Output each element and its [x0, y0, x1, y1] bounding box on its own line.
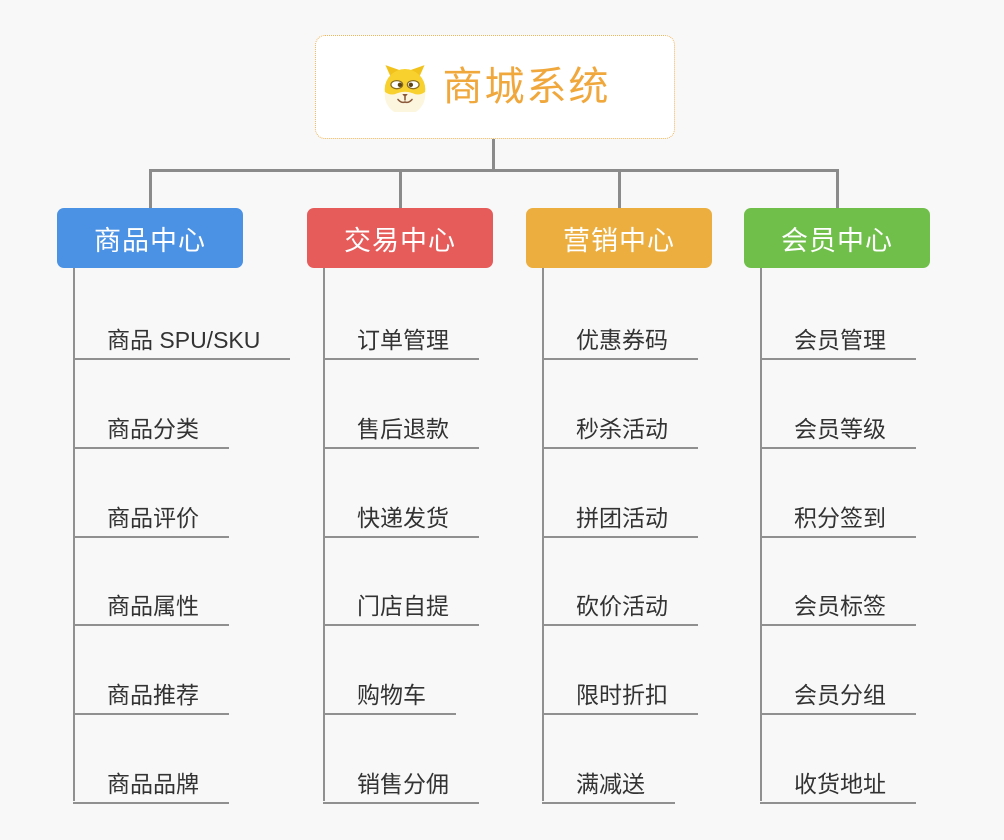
- leaf-item[interactable]: 优惠券码: [542, 321, 698, 360]
- leaf-item[interactable]: 拼团活动: [542, 499, 698, 538]
- leaf-item[interactable]: 售后退款: [323, 410, 479, 449]
- root-node[interactable]: 商城系统: [315, 35, 675, 139]
- leaf-item[interactable]: 销售分佣: [323, 765, 479, 804]
- branch-column-marketing: 优惠券码秒杀活动拼团活动砍价活动限时折扣满减送: [542, 268, 698, 804]
- leaf-item[interactable]: 满减送: [542, 765, 675, 804]
- leaf-item[interactable]: 快递发货: [323, 499, 479, 538]
- connector-drop-member: [835, 169, 839, 208]
- leaf-item[interactable]: 订单管理: [323, 321, 479, 360]
- leaf-item[interactable]: 商品 SPU/SKU: [73, 321, 291, 360]
- connector-drop-trade: [398, 169, 402, 208]
- leaf-item[interactable]: 商品属性: [73, 587, 229, 626]
- leaf-item[interactable]: 商品品牌: [73, 765, 229, 804]
- leaf-item[interactable]: 积分签到: [760, 499, 916, 538]
- leaf-item[interactable]: 秒杀活动: [542, 410, 698, 449]
- leaf-item[interactable]: 商品评价: [73, 499, 229, 538]
- branch-node-member[interactable]: 会员中心: [744, 208, 930, 268]
- dog-face-icon: [384, 65, 425, 112]
- leaf-item[interactable]: 砍价活动: [542, 587, 698, 626]
- branch-node-marketing[interactable]: 营销中心: [526, 208, 712, 268]
- branch-column-member: 会员管理会员等级积分签到会员标签会员分组收货地址: [760, 268, 916, 804]
- branch-node-trade[interactable]: 交易中心: [307, 208, 493, 268]
- leaf-item[interactable]: 商品推荐: [73, 676, 229, 715]
- leaf-item[interactable]: 会员分组: [760, 676, 916, 715]
- leaf-item[interactable]: 会员管理: [760, 321, 916, 360]
- branch-column-trade: 订单管理售后退款快递发货门店自提购物车销售分佣: [323, 268, 479, 804]
- leaf-item[interactable]: 会员等级: [760, 410, 916, 449]
- connector-drop-marketing: [617, 169, 621, 208]
- branch-column-product: 商品 SPU/SKU 商品分类商品评价商品属性商品推荐商品品牌: [73, 268, 291, 804]
- leaf-item[interactable]: 限时折扣: [542, 676, 698, 715]
- leaf-item[interactable]: 门店自提: [323, 587, 479, 626]
- leaf-item[interactable]: 收货地址: [760, 765, 916, 804]
- branch-node-product[interactable]: 商品中心: [57, 208, 243, 268]
- root-title: 商城系统: [442, 65, 611, 109]
- leaf-item[interactable]: 购物车: [323, 676, 456, 715]
- leaf-item[interactable]: 会员标签: [760, 587, 916, 626]
- connector-drop-product: [148, 169, 152, 208]
- connector-horizontal: [148, 169, 839, 172]
- leaf-item[interactable]: 商品分类: [73, 410, 229, 449]
- connector-root-stub: [492, 139, 495, 172]
